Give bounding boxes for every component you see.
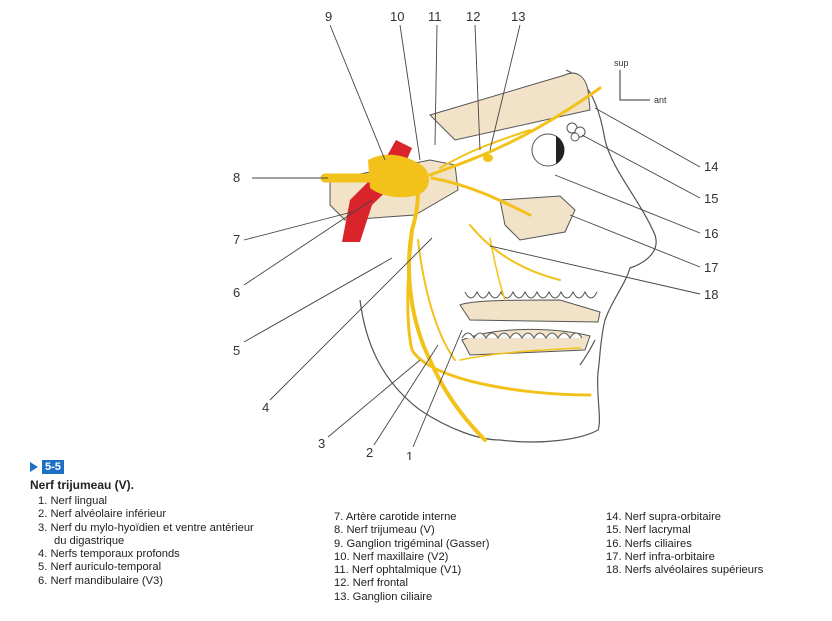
callout-numbers: 1 2 3 4 5 6 7 8 9 10 11 12 13 14 15 16 1… [233, 9, 718, 460]
svg-text:ant: ant [654, 95, 667, 105]
callout-15: 15 [704, 191, 718, 206]
leader-lines [244, 25, 700, 447]
callout-5: 5 [233, 343, 240, 358]
trigeminal-nerve-illustration: sup ant 1 2 3 4 5 6 7 8 9 10 11 12 13 14… [0, 0, 832, 460]
legend-item-continuation: du digastrique [38, 535, 254, 548]
legend-item: 11. Nerf ophtalmique (V1) [334, 564, 489, 577]
legend-item: 3. Nerf du mylo-hyoïdien et ventre antér… [38, 522, 254, 535]
trigeminal-ganglion [368, 155, 429, 198]
legend-item: 17. Nerf infra-orbitaire [606, 551, 763, 564]
legend-item: 10. Nerf maxillaire (V2) [334, 551, 489, 564]
callout-18: 18 [704, 287, 718, 302]
callout-17: 17 [704, 260, 718, 275]
figure-badge: 5-5 [42, 460, 64, 474]
figure-number: 5-5 [30, 460, 64, 474]
orientation-marker: sup ant [614, 58, 667, 105]
callout-11: 11 [428, 9, 442, 24]
legend-column-3: 14. Nerf supra-orbitaire 15. Nerf lacrym… [606, 511, 763, 577]
callout-6: 6 [233, 285, 240, 300]
legend-column-2: 7. Artère carotide interne 8. Nerf triju… [334, 511, 489, 604]
legend-item: 5. Nerf auriculo-temporal [38, 561, 254, 574]
callout-1: 1 [406, 449, 413, 460]
callout-13: 13 [511, 9, 525, 24]
legend-item: 18. Nerfs alvéolaires supérieurs [606, 564, 763, 577]
legend-item: 2. Nerf alvéolaire inférieur [38, 508, 254, 521]
eyeball [532, 134, 564, 166]
legend-item: 9. Ganglion trigéminal (Gasser) [334, 538, 489, 551]
callout-3: 3 [318, 436, 325, 451]
legend-item: 16. Nerfs ciliaires [606, 538, 763, 551]
legend-item: 6. Nerf mandibulaire (V3) [38, 575, 254, 588]
legend-item: 7. Artère carotide interne [334, 511, 489, 524]
callout-8: 8 [233, 170, 240, 185]
callout-7: 7 [233, 232, 240, 247]
callout-10: 10 [390, 9, 404, 24]
lacrimal-gland [567, 123, 585, 141]
legend-item: 4. Nerfs temporaux profonds [38, 548, 254, 561]
callout-16: 16 [704, 226, 718, 241]
callout-4: 4 [262, 400, 269, 415]
callout-2: 2 [366, 445, 373, 460]
svg-text:sup: sup [614, 58, 629, 68]
legend-item: 13. Ganglion ciliaire [334, 591, 489, 604]
figure-title: Nerf trijumeau (V). [30, 478, 134, 492]
legend-item: 1. Nerf lingual [38, 495, 254, 508]
legend-item: 12. Nerf frontal [334, 577, 489, 590]
legend-item: 8. Nerf trijumeau (V) [334, 524, 489, 537]
legend-item: 15. Nerf lacrymal [606, 524, 763, 537]
legend-column-1: 1. Nerf lingual 2. Nerf alvéolaire infér… [38, 495, 254, 588]
ciliary-ganglion [483, 154, 493, 162]
callout-14: 14 [704, 159, 718, 174]
play-triangle-icon [30, 462, 38, 472]
callout-12: 12 [466, 9, 480, 24]
legend-item: 14. Nerf supra-orbitaire [606, 511, 763, 524]
callout-9: 9 [325, 9, 332, 24]
